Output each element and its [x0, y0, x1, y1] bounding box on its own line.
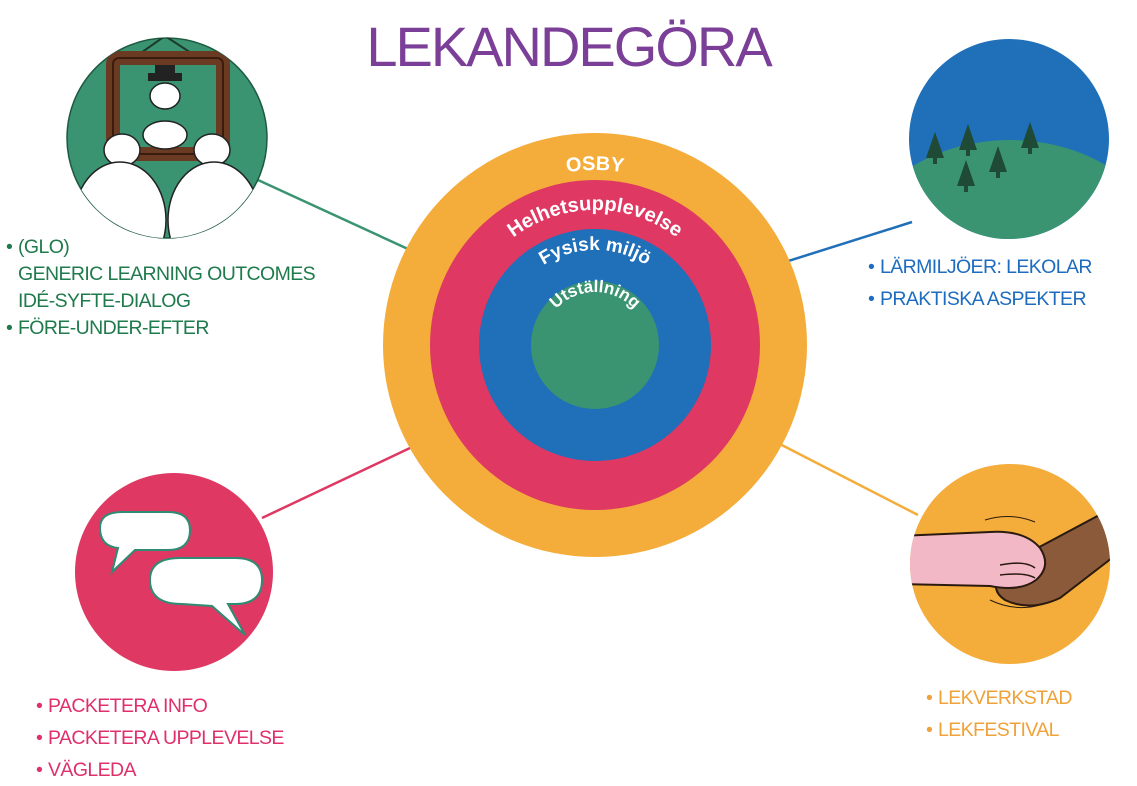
- bottom-right-bullet-list: •LEKVERKSTAD •LEKFESTIVAL: [926, 682, 1073, 746]
- top-left-bullet-list: •(GLO) GENERIC LEARNING OUTCOMES IDÉ-SYF…: [6, 234, 316, 342]
- bullet-dot: •: [926, 719, 933, 741]
- bullet-text: (GLO): [18, 236, 70, 258]
- bullet-dot: •: [36, 727, 43, 749]
- top-right-bullet-list: •LÄRMILJÖER: LEKOLAR •PRAKTISKA ASPEKTER: [868, 251, 1092, 315]
- bullet-text: FÖRE-UNDER-EFTER: [18, 317, 209, 339]
- bullet-text: PACKETERA INFO: [48, 695, 208, 717]
- list-item: •LEKVERKSTAD: [926, 682, 1073, 714]
- list-item: •PACKETERA INFO: [36, 690, 284, 722]
- bullet-dot: •: [926, 687, 933, 709]
- bullet-text: LEKFESTIVAL: [938, 719, 1060, 741]
- list-item: •FÖRE-UNDER-EFTER: [6, 315, 315, 342]
- bullet-text: PACKETERA UPPLEVELSE: [48, 727, 284, 749]
- list-item: IDÉ-SYFTE-DIALOG: [6, 288, 315, 315]
- bullet-dot: •: [868, 256, 875, 278]
- handshake-icon: [910, 464, 1110, 664]
- connector-bottom-right: [771, 438, 919, 517]
- list-item: •PACKETERA UPPLEVELSE: [36, 722, 284, 754]
- framed-portrait-icon: [66, 37, 268, 239]
- list-item: GENERIC LEARNING OUTCOMES: [6, 261, 316, 288]
- bullet-dot: •: [6, 317, 13, 339]
- bottom-left-bullet-list: •PACKETERA INFO •PACKETERA UPPLEVELSE •V…: [36, 690, 284, 786]
- list-item: •(GLO): [6, 234, 315, 261]
- list-item: •LEKFESTIVAL: [926, 714, 1072, 746]
- bullet-text: LÄRMILJÖER: LEKOLAR: [880, 256, 1092, 278]
- ring-utstallning: [531, 281, 659, 409]
- page-title: LEKANDEGÖRA: [366, 15, 772, 78]
- bullet-text: VÄGLEDA: [48, 759, 137, 781]
- speech-bubbles-icon: [75, 473, 273, 671]
- bullet-dot: •: [6, 236, 13, 258]
- list-item: •VÄGLEDA: [36, 754, 284, 786]
- bullet-dot: •: [36, 695, 43, 717]
- bullet-dot: •: [868, 288, 875, 310]
- bullet-text: PRAKTISKA ASPEKTER: [880, 288, 1087, 310]
- bullet-dot: •: [36, 759, 43, 781]
- list-item: •LÄRMILJÖER: LEKOLAR: [868, 251, 1092, 283]
- bullet-text: GENERIC LEARNING OUTCOMES: [18, 263, 316, 285]
- bullet-text: IDÉ-SYFTE-DIALOG: [18, 290, 191, 312]
- concentric-rings: OSBY Helhetsupplevelse Fysisk miljö Utst…: [383, 133, 807, 557]
- bullet-text: LEKVERKSTAD: [938, 687, 1073, 709]
- list-item: •PRAKTISKA ASPEKTER: [868, 283, 1092, 315]
- forest-hill-icon: [909, 39, 1109, 239]
